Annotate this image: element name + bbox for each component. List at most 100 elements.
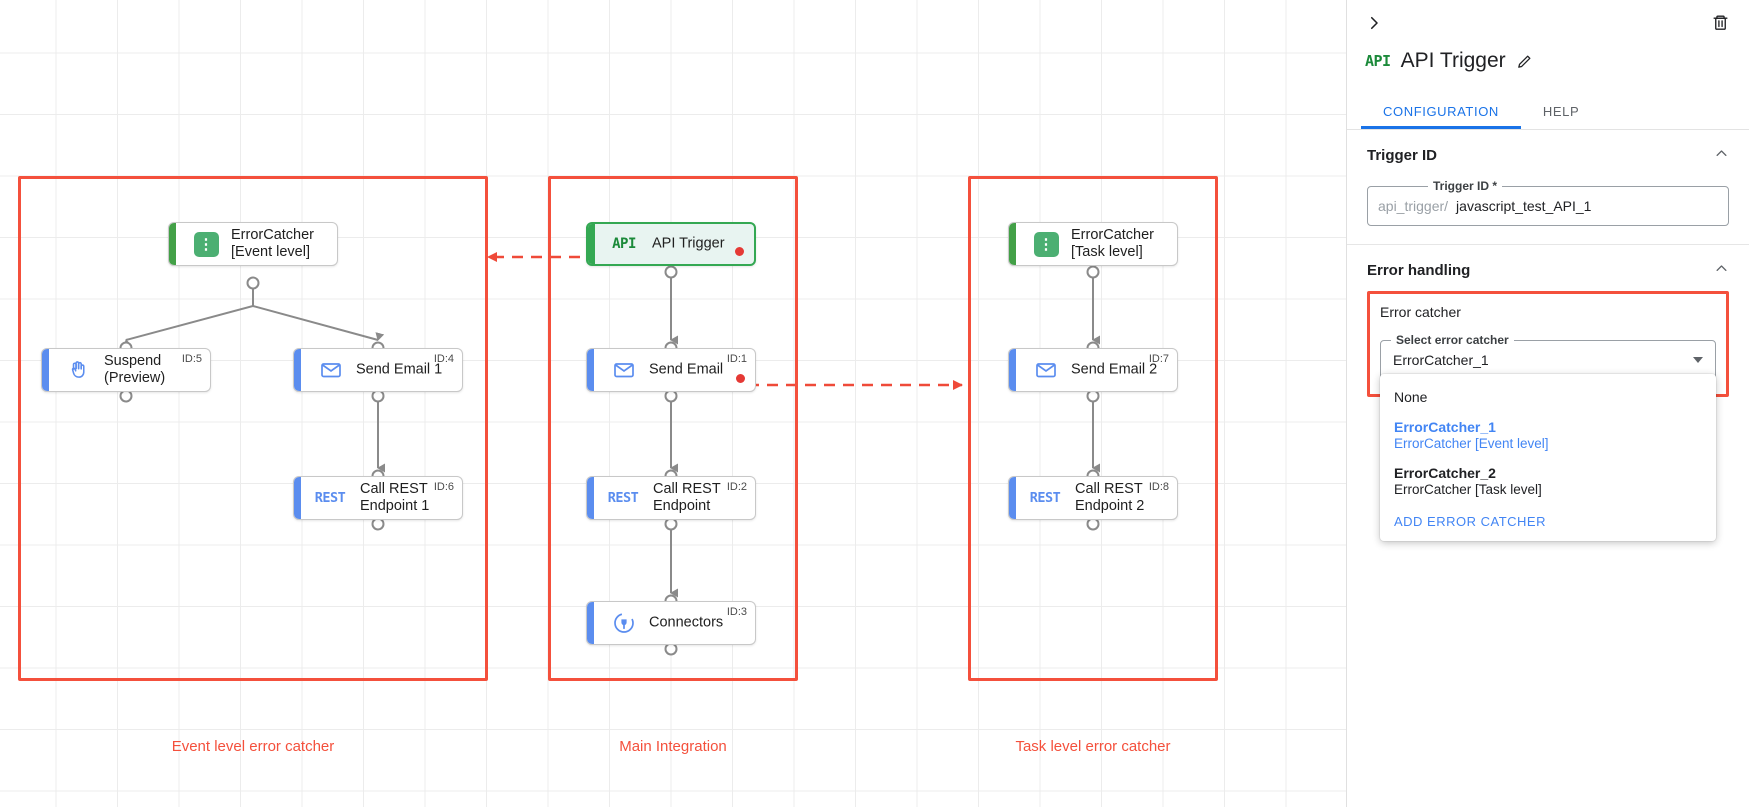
node-accent-bar bbox=[587, 477, 594, 519]
node-accent-bar bbox=[587, 349, 594, 391]
section-header-trigger-id[interactable]: Trigger ID bbox=[1367, 146, 1729, 164]
node-accent-bar bbox=[588, 224, 595, 264]
node-id-badge: ID:4 bbox=[433, 353, 454, 365]
node-send-email-1[interactable]: Send Email 1 ID:4 bbox=[293, 348, 463, 392]
node-accent-bar bbox=[294, 477, 301, 519]
node-suspend-preview[interactable]: Suspend (Preview) ID:5 bbox=[41, 348, 211, 392]
node-label: ErrorCatcher [Event level] bbox=[231, 226, 314, 260]
trash-icon[interactable] bbox=[1708, 10, 1732, 34]
hand-icon bbox=[64, 355, 94, 385]
chevron-up-icon[interactable] bbox=[1714, 261, 1729, 279]
section-header-error-handling[interactable]: Error handling bbox=[1367, 261, 1729, 279]
panel-tabs[interactable]: CONFIGURATION HELP bbox=[1347, 96, 1749, 130]
properties-panel: API API Trigger CONFIGURATION HELP Trigg… bbox=[1346, 0, 1749, 807]
trigger-id-input[interactable]: javascript_test_API_1 bbox=[1456, 198, 1592, 214]
dropdown-option-none[interactable]: None bbox=[1380, 382, 1716, 412]
node-accent-bar bbox=[294, 349, 301, 391]
trigger-id-prefix: api_trigger/ bbox=[1378, 198, 1449, 214]
node-api-trigger[interactable]: API API Trigger bbox=[586, 222, 756, 266]
node-send-email[interactable]: Send Email ID:1 bbox=[586, 348, 756, 392]
group-label-main-integration: Main Integration bbox=[619, 738, 727, 755]
envelope-icon bbox=[1031, 355, 1061, 385]
node-accent-bar bbox=[1009, 477, 1016, 519]
node-label: Send Email 1 bbox=[356, 361, 443, 378]
section-title: Trigger ID bbox=[1367, 146, 1438, 164]
trigger-id-field[interactable]: Trigger ID * api_trigger/ javascript_tes… bbox=[1367, 179, 1729, 226]
error-catcher-box: Error catcher Select error catcher Error… bbox=[1367, 291, 1729, 541]
status-dot bbox=[735, 247, 744, 256]
chevron-right-icon[interactable] bbox=[1361, 10, 1387, 36]
node-id-badge: ID:1 bbox=[726, 353, 747, 365]
node-label: Send Email bbox=[649, 361, 724, 378]
node-label: Call REST Endpoint 2 bbox=[1075, 480, 1145, 514]
dropdown-option-subtitle: ErrorCatcher [Task level] bbox=[1394, 482, 1542, 497]
envelope-icon bbox=[316, 355, 346, 385]
error-catcher-dropdown[interactable]: None ErrorCatcher_1 ErrorCatcher [Event … bbox=[1380, 374, 1716, 541]
pencil-icon[interactable] bbox=[1516, 53, 1533, 70]
node-label: Suspend (Preview) bbox=[104, 352, 166, 386]
node-id-badge: ID:6 bbox=[433, 481, 454, 493]
node-call-rest-endpoint[interactable]: REST Call REST Endpoint ID:2 bbox=[586, 476, 756, 520]
port[interactable] bbox=[1086, 265, 1100, 279]
chevron-down-icon[interactable] bbox=[1693, 357, 1703, 363]
trigger-id-legend: Trigger ID * bbox=[1428, 179, 1503, 193]
port[interactable] bbox=[664, 265, 678, 279]
node-id-badge: ID:5 bbox=[181, 353, 202, 365]
dropdown-option-title: ErrorCatcher_1 bbox=[1394, 419, 1496, 435]
status-dot bbox=[736, 374, 745, 383]
node-accent-bar bbox=[1009, 223, 1016, 265]
group-label-event-level: Event level error catcher bbox=[171, 738, 335, 755]
group-label-task-level: Task level error catcher bbox=[1015, 738, 1171, 755]
rest-icon: REST bbox=[314, 490, 346, 506]
section-title: Error handling bbox=[1367, 261, 1471, 279]
select-error-catcher-value: ErrorCatcher_1 bbox=[1393, 352, 1489, 368]
node-id-badge: ID:2 bbox=[726, 481, 747, 493]
node-call-rest-endpoint-1[interactable]: REST Call REST Endpoint 1 ID:6 bbox=[293, 476, 463, 520]
connectors-icon bbox=[609, 608, 639, 638]
section-error-handling: Error handling Error catcher Select erro… bbox=[1347, 245, 1749, 541]
panel-topbar bbox=[1347, 0, 1749, 44]
node-call-rest-endpoint-2[interactable]: REST Call REST Endpoint 2 ID:8 bbox=[1008, 476, 1178, 520]
node-label: API Trigger bbox=[652, 235, 725, 252]
api-icon: API bbox=[612, 236, 636, 252]
group-box-main-integration bbox=[548, 176, 798, 681]
envelope-icon bbox=[609, 355, 639, 385]
rest-icon: REST bbox=[1029, 490, 1061, 506]
node-label: Connectors bbox=[649, 614, 724, 631]
node-errorcatcher-event[interactable]: ⋮ ErrorCatcher [Event level] bbox=[168, 222, 338, 266]
node-label: ErrorCatcher [Task level] bbox=[1071, 226, 1154, 260]
tab-configuration[interactable]: CONFIGURATION bbox=[1361, 96, 1521, 129]
rest-icon: REST bbox=[607, 490, 639, 506]
tab-help[interactable]: HELP bbox=[1542, 104, 1580, 119]
node-id-badge: ID:7 bbox=[1148, 353, 1169, 365]
node-id-badge: ID:8 bbox=[1148, 481, 1169, 493]
workflow-canvas[interactable]: Event level error catcher Main Integrati… bbox=[0, 0, 1346, 807]
panel-title-row: API API Trigger bbox=[1347, 44, 1749, 78]
section-trigger-id: Trigger ID Trigger ID * api_trigger/ jav… bbox=[1347, 130, 1749, 245]
dropdown-option-subtitle: ErrorCatcher [Event level] bbox=[1394, 436, 1549, 451]
node-accent-bar bbox=[42, 349, 49, 391]
port[interactable] bbox=[246, 276, 260, 290]
dropdown-option-errorcatcher-1[interactable]: ErrorCatcher_1 ErrorCatcher [Event level… bbox=[1380, 412, 1716, 458]
dropdown-option-title: None bbox=[1394, 389, 1428, 405]
chevron-up-icon[interactable] bbox=[1714, 146, 1729, 164]
group-box-task-level bbox=[968, 176, 1218, 681]
node-label: Send Email 2 bbox=[1071, 361, 1158, 378]
dropdown-option-errorcatcher-2[interactable]: ErrorCatcher_2 ErrorCatcher [Task level] bbox=[1380, 458, 1716, 504]
api-icon: API bbox=[1365, 52, 1391, 70]
dropdown-option-title: ErrorCatcher_2 bbox=[1394, 465, 1496, 481]
node-label: Call REST Endpoint 1 bbox=[360, 480, 430, 514]
node-accent-bar bbox=[1009, 349, 1016, 391]
node-errorcatcher-task[interactable]: ⋮ ErrorCatcher [Task level] bbox=[1008, 222, 1178, 266]
page-title: API Trigger bbox=[1400, 49, 1506, 72]
node-accent-bar bbox=[587, 602, 594, 644]
select-error-catcher-legend: Select error catcher bbox=[1391, 333, 1514, 347]
node-connectors[interactable]: Connectors ID:3 bbox=[586, 601, 756, 645]
group-box-event-level bbox=[18, 176, 488, 681]
node-send-email-2[interactable]: Send Email 2 ID:7 bbox=[1008, 348, 1178, 392]
error-catcher-icon: ⋮ bbox=[1031, 229, 1061, 259]
node-id-badge: ID:3 bbox=[726, 606, 747, 618]
add-error-catcher-button[interactable]: ADD ERROR CATCHER bbox=[1394, 514, 1546, 529]
node-accent-bar bbox=[169, 223, 176, 265]
